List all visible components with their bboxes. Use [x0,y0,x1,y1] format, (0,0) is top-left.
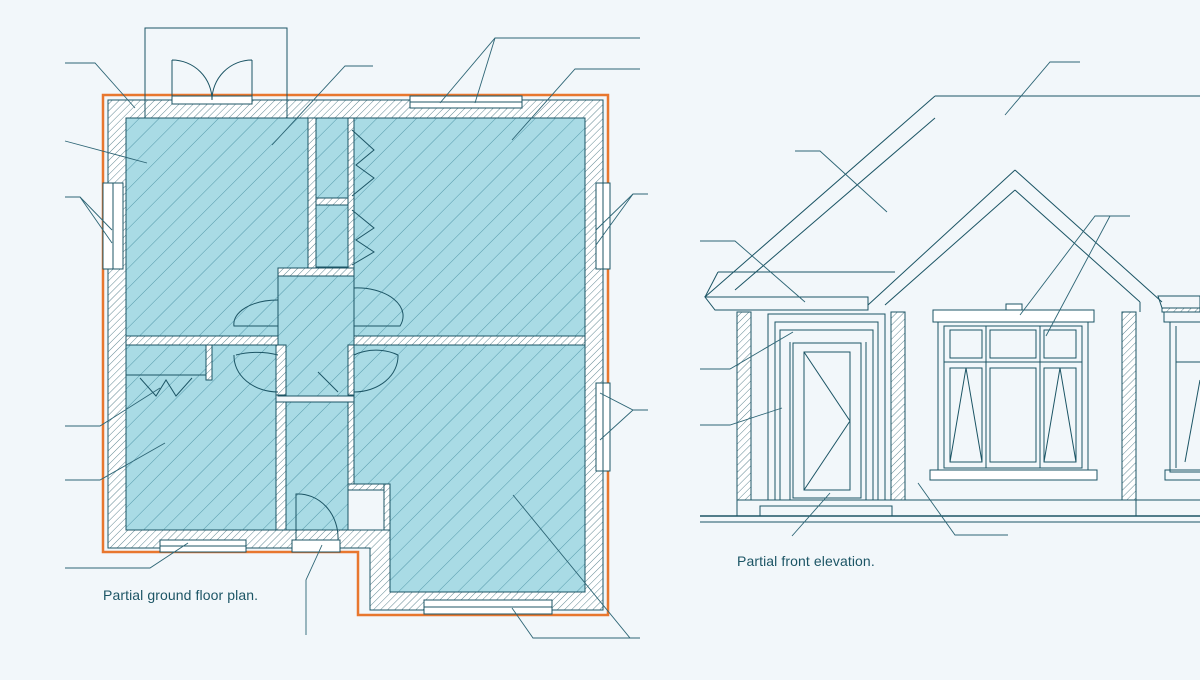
room-closet-1 [315,117,349,199]
front-elevation [700,61,1200,537]
porch-door [759,313,893,517]
room-storage [125,344,207,376]
front-window [929,303,1098,481]
room-hall [277,275,355,397]
elevation-leader-lines [700,61,1130,537]
room-bathroom [285,401,349,531]
interior-walls [125,117,586,531]
plan-outline [101,93,610,617]
room-bedroom-1 [353,117,586,337]
floor-plan-caption: Partial ground floor plan. [103,587,259,603]
door-swings [139,129,404,553]
plan-leader-lines [64,37,648,639]
floor-plan [64,27,648,639]
front-elevation-caption: Partial front elevation. [737,553,875,569]
front-entrance [144,27,288,118]
windows-plan [102,95,611,615]
right-wing [1136,295,1200,501]
room-closet-2 [315,204,349,268]
